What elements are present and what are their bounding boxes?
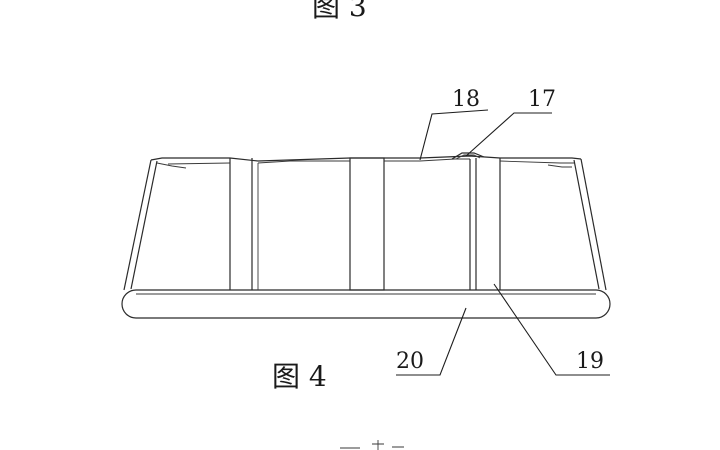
left-side-wall bbox=[123, 159, 158, 291]
leader-17 bbox=[465, 112, 552, 157]
cropped-glyph-fragment bbox=[340, 440, 404, 450]
right-side-wall bbox=[573, 158, 607, 291]
leader-18 bbox=[419, 109, 489, 161]
part-label-20: 20 bbox=[396, 349, 424, 374]
seal-clip bbox=[451, 152, 485, 160]
part-label-18: 18 bbox=[452, 87, 480, 112]
part-label-19: 19 bbox=[576, 349, 604, 374]
figure-3-caption: 图 3 bbox=[312, 0, 367, 23]
part-label-17: 17 bbox=[528, 87, 556, 112]
figure-4-caption: 图 4 bbox=[272, 360, 327, 393]
post-right-inner bbox=[469, 159, 477, 290]
post-left bbox=[229, 158, 259, 290]
leader-20 bbox=[396, 307, 467, 376]
leader-19 bbox=[493, 283, 610, 376]
post-right bbox=[475, 158, 501, 290]
post-center bbox=[349, 157, 385, 291]
